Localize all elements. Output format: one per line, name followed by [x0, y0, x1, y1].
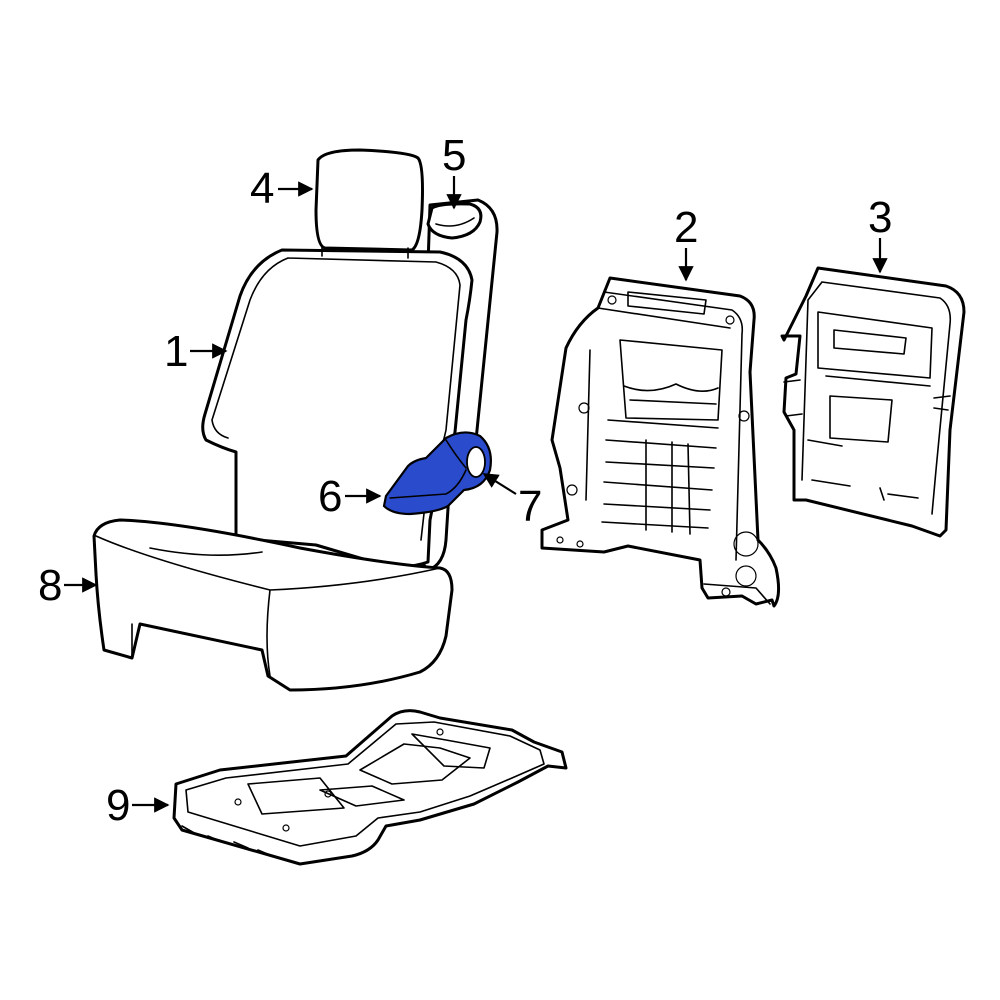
- callout-label: 2: [674, 203, 698, 252]
- callout-label: 3: [868, 193, 892, 242]
- callout-label: 1: [164, 327, 188, 376]
- callout-label: 7: [518, 482, 542, 531]
- cushion-frame-outline: [172, 709, 568, 866]
- callout-8: 8: [38, 561, 98, 610]
- armrest-pivot-cover[interactable]: [466, 446, 486, 478]
- callout-label: 4: [250, 164, 274, 213]
- panel-outline: [780, 266, 966, 538]
- backrest-top-cap: [426, 202, 483, 240]
- callout-label: 9: [106, 781, 130, 830]
- frame-outline: [540, 276, 781, 608]
- headrest-post: [321, 245, 409, 259]
- callout-9: 9: [106, 781, 170, 830]
- callout-2: 2: [674, 203, 698, 282]
- callout-6: 6: [318, 472, 382, 521]
- callout-label: 5: [442, 131, 466, 180]
- seat-back-panel: [780, 266, 966, 538]
- callout-7: 7: [482, 473, 542, 531]
- seat-cushion: [92, 518, 454, 692]
- callout-arrow: [482, 473, 517, 495]
- seat-assembly: [92, 148, 499, 692]
- callout-1: 1: [164, 327, 228, 376]
- callout-5: 5: [442, 131, 466, 210]
- headrest: [314, 148, 424, 252]
- armrest-highlighted[interactable]: [382, 431, 492, 516]
- callout-4: 4: [250, 164, 314, 213]
- seat-back-frame: [540, 276, 781, 608]
- callout-label: 6: [318, 472, 342, 521]
- callout-label: 8: [38, 561, 62, 610]
- seat-cushion-frame: [172, 709, 568, 866]
- callout-3: 3: [868, 193, 892, 274]
